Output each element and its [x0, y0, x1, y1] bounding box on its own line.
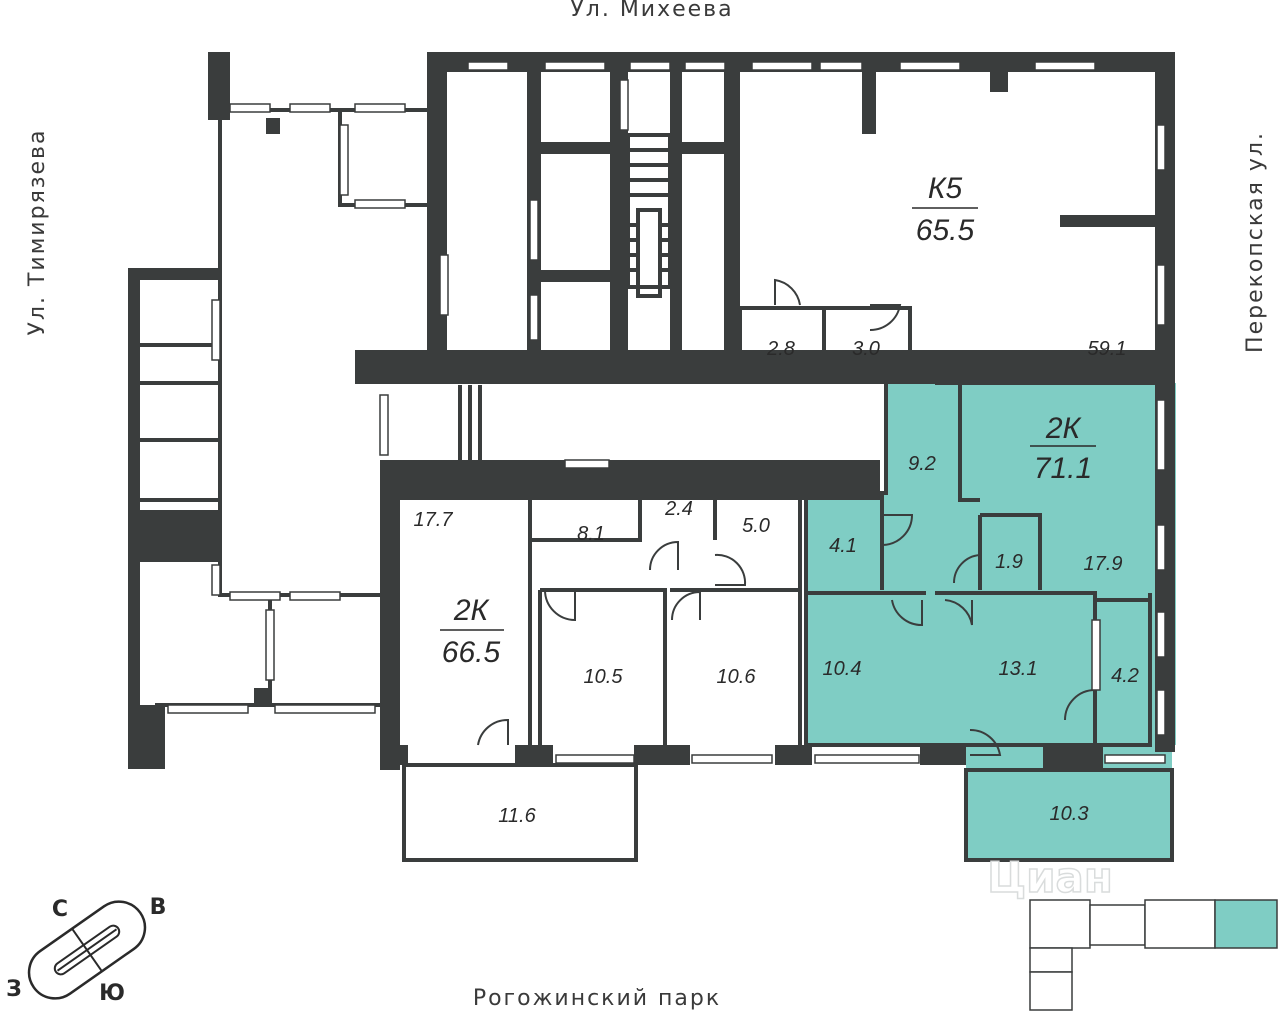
- apartment-type: К5: [928, 172, 963, 205]
- street-right: Перекопская ул.: [1243, 131, 1268, 353]
- room-area: 3.0: [852, 338, 880, 360]
- room-area: 1.9: [995, 551, 1023, 573]
- street-bottom: Рогожинский парк: [473, 986, 721, 1011]
- street-left: Ул. Тимирязева: [25, 129, 50, 336]
- watermark: Циан: [987, 853, 1113, 902]
- room-area: 13.1: [999, 658, 1038, 680]
- room-area: 4.2: [1111, 665, 1139, 687]
- compass-east: В: [150, 895, 167, 920]
- room-area: 10.3: [1050, 803, 1089, 825]
- highlighted-apartment[interactable]: [806, 383, 1176, 860]
- room-area: 17.9: [1084, 553, 1123, 575]
- apartment-k5-label: К5 65.5: [912, 172, 978, 247]
- apartment-type: 2К: [1045, 412, 1083, 445]
- room-area: 5.0: [742, 515, 770, 537]
- doors: [477, 278, 1096, 756]
- room-area: 59.1: [1088, 338, 1127, 360]
- room-area: 17.7: [414, 509, 454, 531]
- room-area: 10.4: [823, 658, 862, 680]
- apartment-2k-highlight-label: 2К 71.1: [1030, 412, 1096, 485]
- windows: [167, 61, 1166, 764]
- room-area: 2.8: [766, 338, 795, 360]
- room-areas: 2.8 3.0 59.1 9.2 4.1 1.9 17.9 10.4 13.1 …: [414, 338, 1139, 827]
- apartment-type: 2К: [453, 594, 491, 627]
- compass: С В Ю З: [6, 895, 167, 1006]
- apartment-area: 71.1: [1034, 452, 1092, 485]
- room-area: 9.2: [908, 453, 936, 475]
- apartment-area: 66.5: [442, 636, 501, 669]
- room-area: 4.1: [829, 535, 857, 557]
- apartment-area: 65.5: [916, 214, 975, 247]
- compass-west: З: [6, 977, 22, 1002]
- apartment-2k-left-label: 2К 66.5: [440, 594, 504, 669]
- room-area: 10.5: [584, 666, 624, 688]
- key-plan: [1029, 899, 1278, 1011]
- room-area: 11.6: [498, 805, 536, 827]
- room-area: 10.6: [717, 666, 757, 688]
- street-top: Ул. Михеева: [570, 0, 733, 22]
- room-area: 2.4: [664, 498, 693, 520]
- compass-north: С: [52, 897, 68, 922]
- room-area: 8.1: [577, 523, 605, 545]
- compass-south: Ю: [99, 981, 125, 1006]
